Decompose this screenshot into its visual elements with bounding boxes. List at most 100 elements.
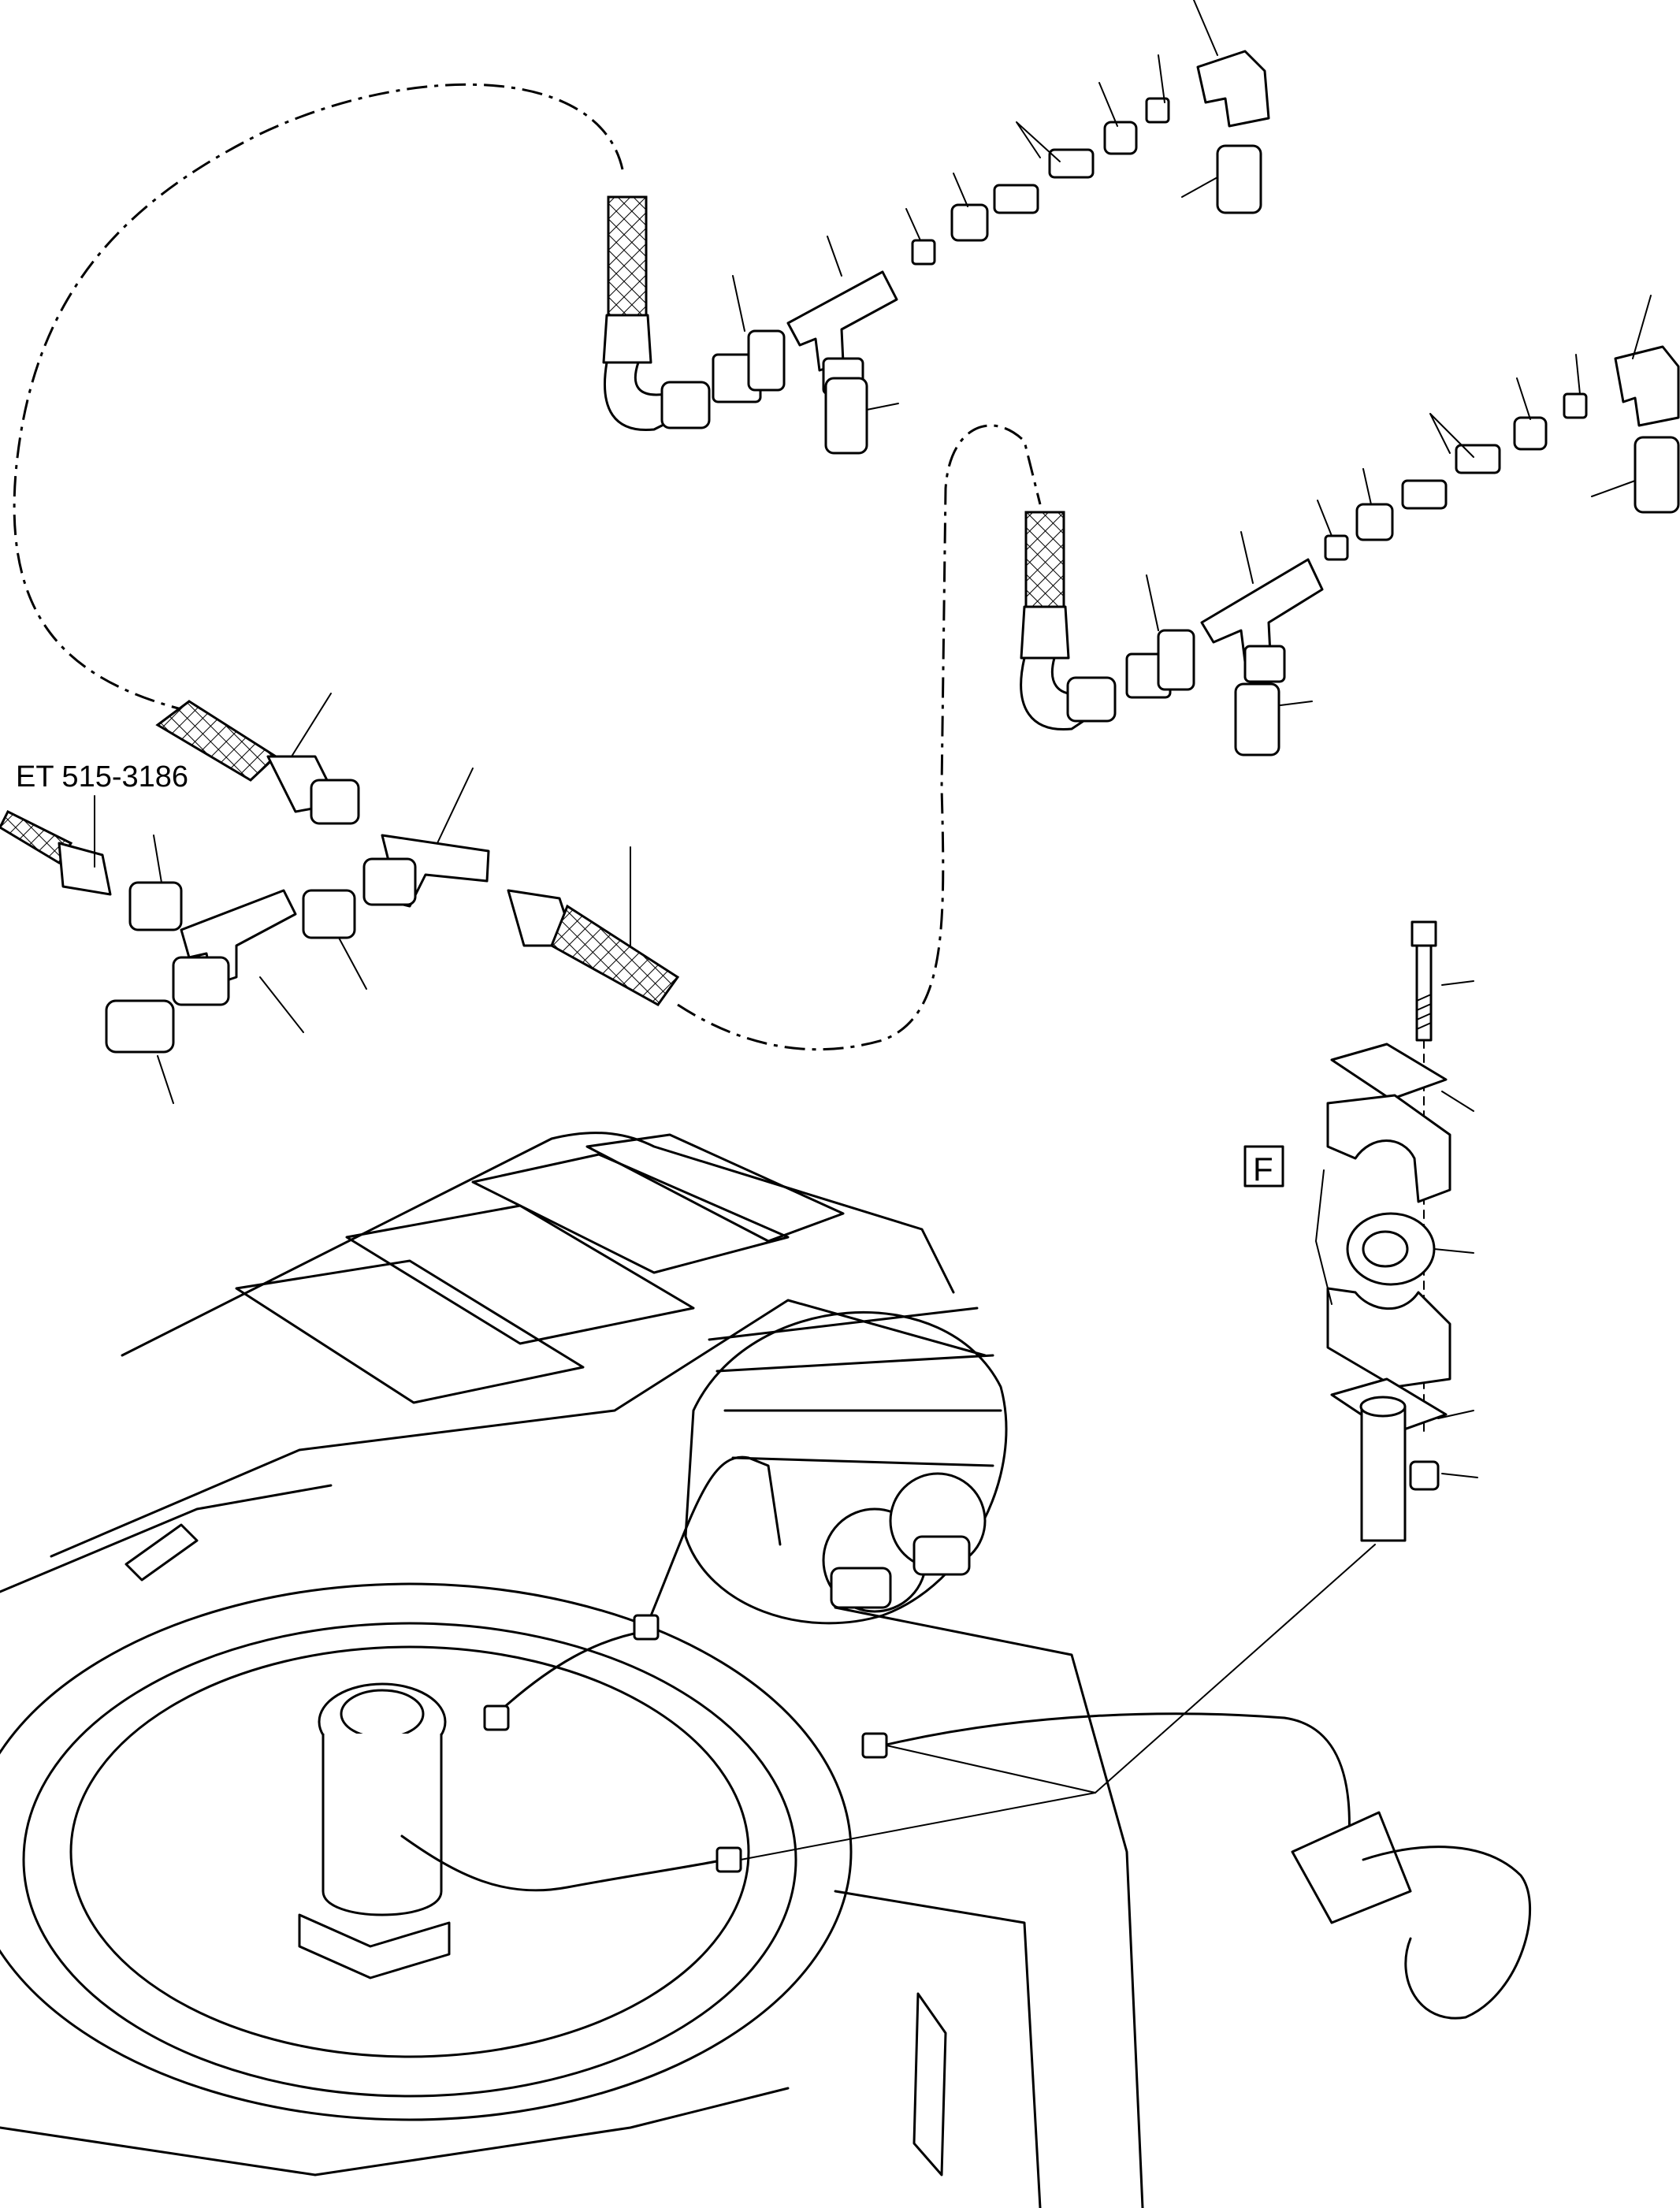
leader-line (1146, 574, 1159, 631)
leader-line (1158, 54, 1165, 103)
tube-piece-1 (993, 184, 1039, 214)
leader-line (1591, 480, 1636, 497)
machine-body (0, 1132, 1532, 2208)
leader-line (905, 208, 921, 241)
track-drum (684, 1310, 1008, 1625)
bracket-line (1314, 1169, 1332, 1305)
leader-line (1280, 701, 1313, 706)
leader-line (1433, 1248, 1474, 1254)
hose-ferrule (1020, 605, 1070, 660)
tube-piece-2 (1048, 148, 1095, 179)
cap-nut (950, 203, 989, 242)
hose-elbow (604, 361, 679, 432)
track-pads (708, 1307, 1002, 1467)
leader-line (338, 937, 367, 990)
elbow-fitting (1196, 50, 1270, 128)
sleeve-2 (1145, 97, 1170, 124)
hydraulic-line-4 (865, 1712, 1351, 1861)
cap-nut-2 (1513, 416, 1548, 451)
middle-fitting-assembly: ET 515-3186 (0, 693, 680, 1104)
grommet-bore (1362, 1230, 1409, 1268)
sleeve (1324, 534, 1349, 561)
adapter-nut-left (128, 881, 183, 931)
cap-nut (1355, 503, 1394, 541)
leader-line (1441, 980, 1474, 986)
adapter-hex (747, 329, 786, 392)
hose-route-line-left (13, 83, 624, 711)
leader-line (827, 236, 842, 277)
body-side (50, 1299, 987, 1558)
hose-ferrule-left (58, 842, 112, 896)
leader-line (1181, 177, 1218, 198)
detail-f-box (1243, 1145, 1284, 1188)
elbow-nut (660, 381, 711, 429)
boom-top-panel-1 (235, 1259, 585, 1404)
elbow-nut (1066, 676, 1117, 723)
sleeve-2 (1563, 392, 1588, 419)
hydraulic-line-2 (491, 1630, 648, 1719)
motor-base (298, 1913, 451, 1979)
leader-line (732, 275, 745, 332)
plug-fitting (1234, 682, 1280, 756)
line-clamp (483, 1704, 510, 1731)
body-bottom-plate (834, 1890, 1042, 2208)
leader-line (1317, 500, 1332, 537)
leader-line (1632, 295, 1652, 359)
hose-ferrule (602, 314, 652, 364)
motor-port-2 (912, 1535, 971, 1576)
tee-fitting (786, 270, 898, 372)
reference-label: ET 515-3186 (16, 760, 188, 794)
braided-hose-left (0, 809, 73, 865)
leader-line (1240, 531, 1254, 584)
plug-left (105, 999, 175, 1054)
leader-line (866, 403, 899, 411)
body-step (125, 1523, 199, 1582)
leader-line (1016, 121, 1061, 162)
hydraulic-line-1 (645, 1455, 782, 1629)
adapter-hex (1157, 629, 1195, 691)
body-lower-edge (0, 1484, 333, 1593)
line-clamp (633, 1614, 660, 1641)
motor-body (322, 1734, 443, 1916)
boom-top-panel-4 (585, 1133, 845, 1243)
swing-ring-inner (69, 1645, 750, 2058)
frame-notch (912, 1992, 947, 2176)
leader-line (1429, 413, 1474, 458)
tee-branch-nut (1243, 645, 1286, 683)
leader-line (1575, 354, 1581, 395)
lock-nut (1409, 1460, 1440, 1491)
leader-line (291, 693, 332, 757)
pin (1360, 1405, 1407, 1542)
top-plate (1330, 1043, 1448, 1101)
braided-hose-right (550, 904, 680, 1006)
sleeve (911, 239, 936, 266)
plug-fitting (824, 377, 868, 455)
elbow-plug (1634, 436, 1680, 514)
side-valve-block (1291, 1811, 1412, 1924)
boom-top-panel-3 (471, 1153, 790, 1274)
leader-line (157, 1055, 174, 1104)
side-valve-pipe (1362, 1846, 1532, 2020)
upper-fitting-assembly-2 (1020, 295, 1680, 756)
tube-piece-2 (1455, 444, 1501, 474)
upper-fitting-assembly-1 (602, 0, 1270, 455)
motor-port-1 (830, 1567, 892, 1609)
elbow-fitting (1614, 345, 1680, 427)
leader-line (1193, 0, 1218, 56)
bolt-thread (1416, 994, 1432, 1030)
hose-route-line-bottom (677, 424, 1042, 1051)
tee-nut-mid (362, 857, 417, 906)
body-lower-frame (0, 2087, 790, 2176)
leader-line (259, 976, 304, 1033)
lower-clamp-half (1326, 1287, 1451, 1388)
bolt-head (1411, 920, 1437, 947)
adapter-nut-mid (302, 889, 356, 939)
boom-top-panel-2 (345, 1204, 695, 1345)
tee-nut-left (172, 956, 230, 1006)
slew-motor (298, 1682, 451, 1979)
body-bottom-edge (834, 1606, 1144, 2208)
hose-nut-upper (310, 779, 360, 825)
leader-line (437, 768, 474, 844)
detail-label: F (1253, 1150, 1273, 1188)
clamp-detail-f: F (1243, 920, 1478, 1542)
